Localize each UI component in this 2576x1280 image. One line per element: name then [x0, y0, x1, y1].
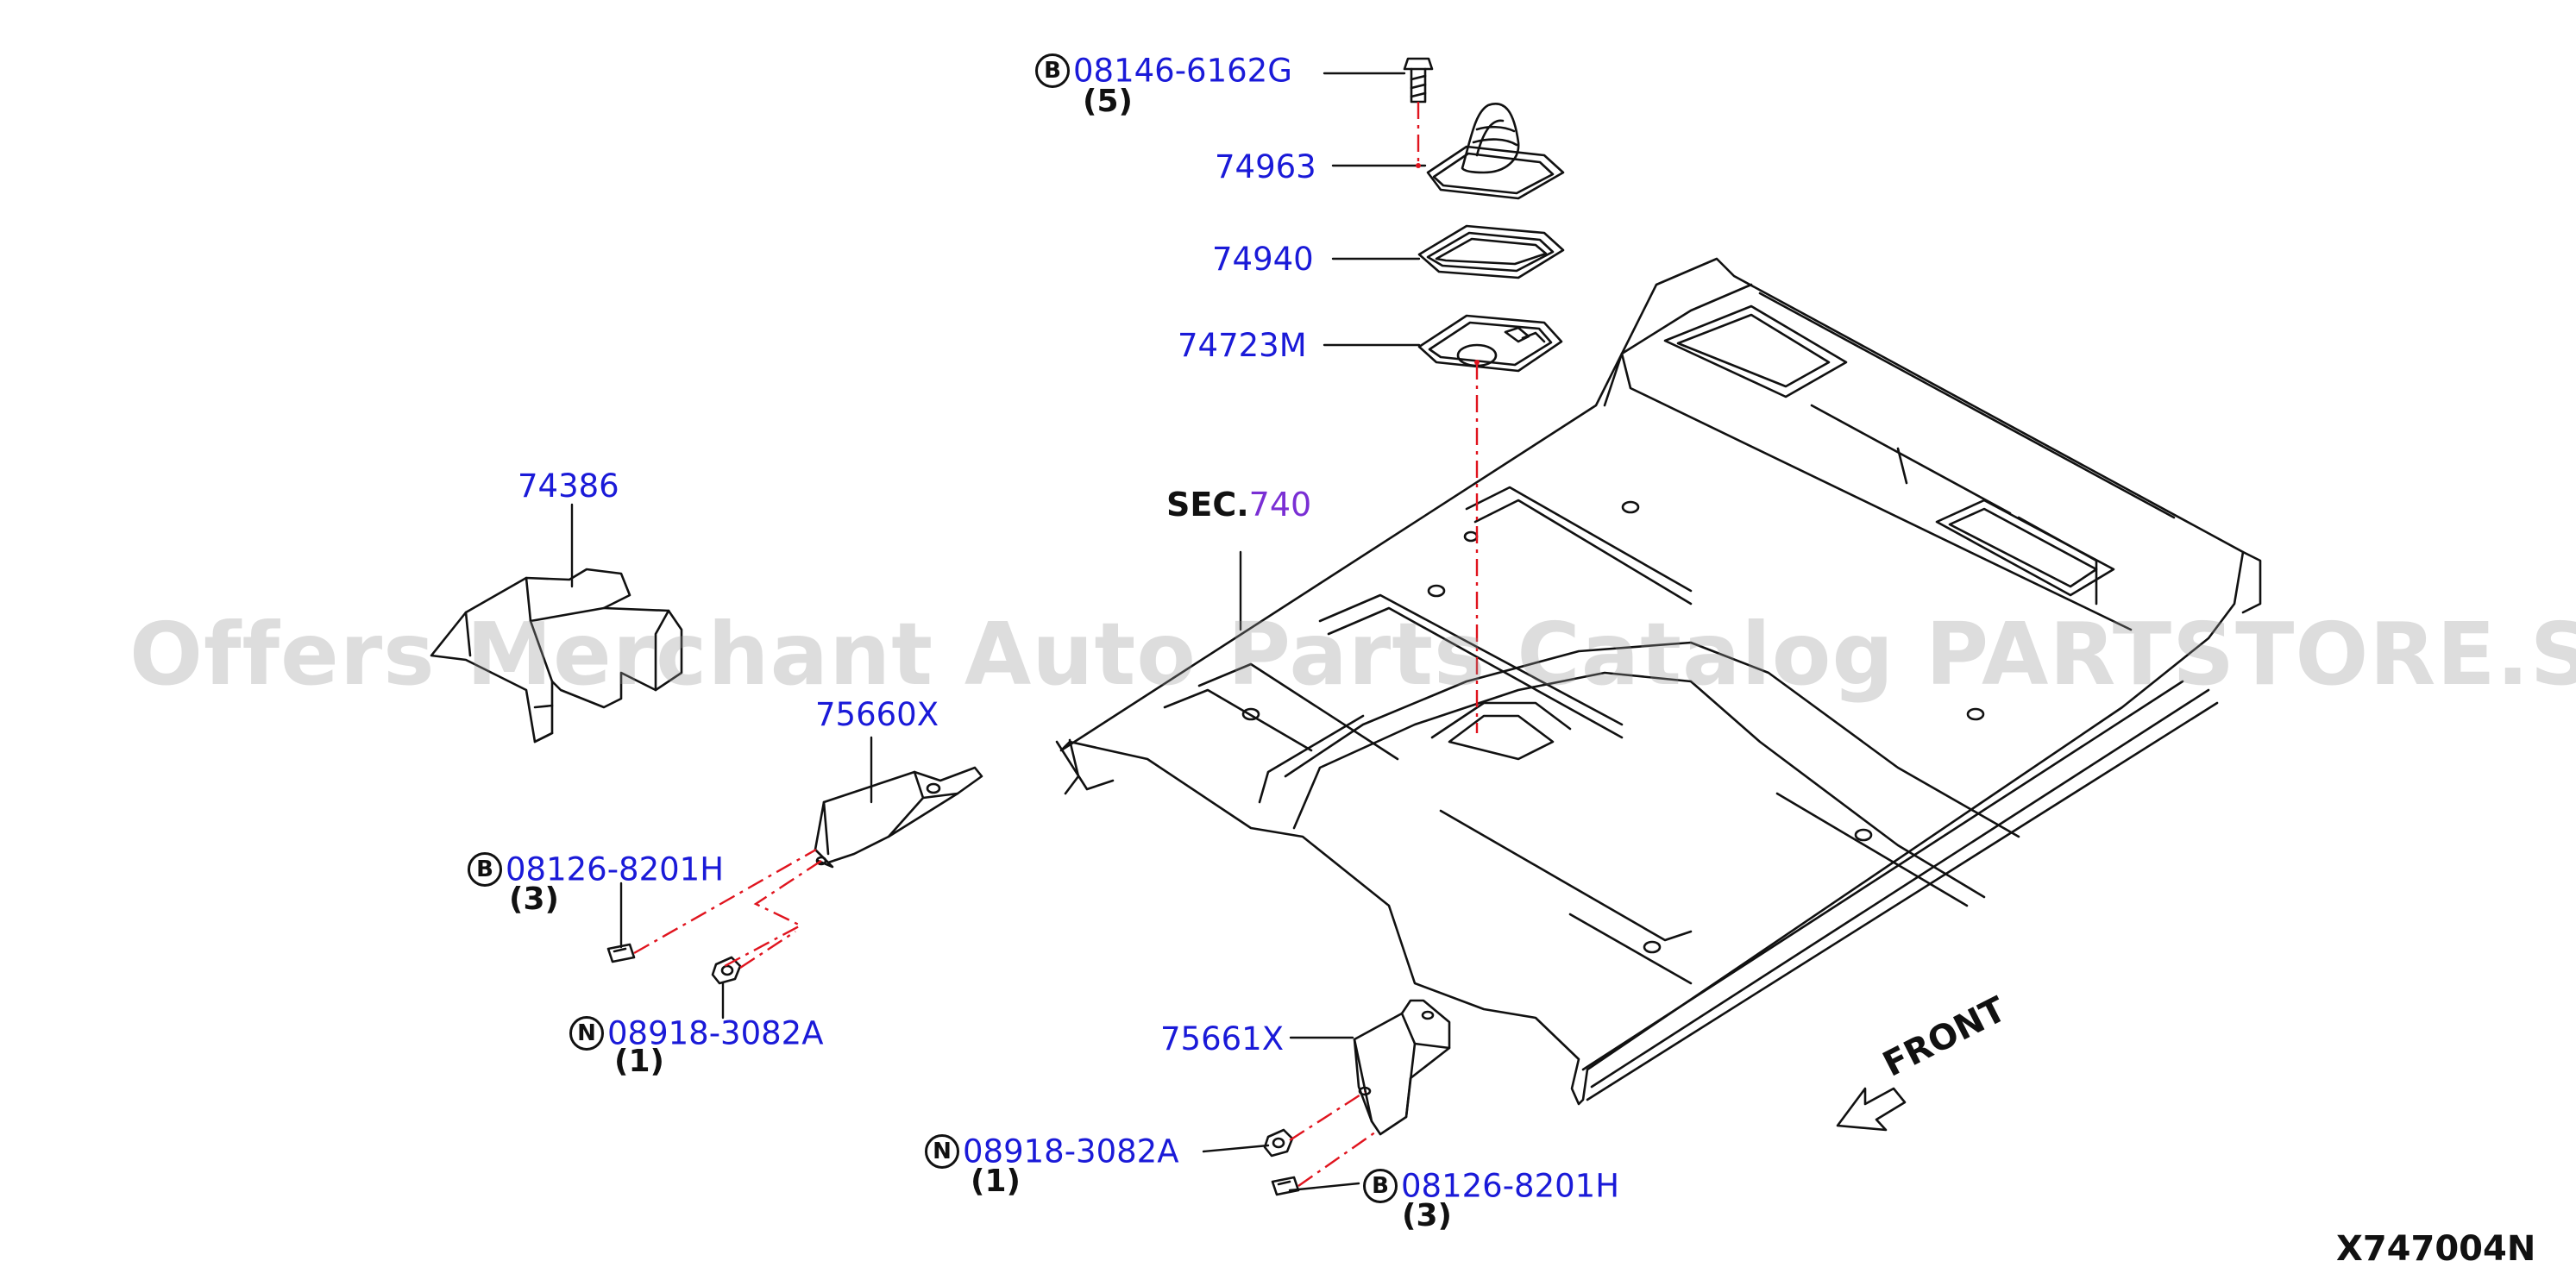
callout-bracket-right[interactable]: 75661X	[1160, 1020, 1285, 1057]
badge-b-icon: B	[468, 852, 502, 887]
qty-bolt-left: (3)	[509, 882, 559, 917]
floor-panel	[1057, 259, 2260, 1104]
part-number: 08918-3082A	[963, 1133, 1179, 1170]
badge-b-icon: B	[1363, 1169, 1398, 1203]
insulator-shape	[431, 569, 682, 742]
callout-seal[interactable]: 74940	[1212, 241, 1314, 278]
section-reference[interactable]: SEC.740	[1166, 488, 1311, 521]
part-number: 08146-6162G	[1073, 52, 1292, 90]
section-number: 740	[1248, 486, 1312, 524]
boot-shape	[1428, 104, 1563, 198]
badge-b-icon: B	[1035, 53, 1070, 88]
front-arrow-shape	[1838, 1089, 1905, 1130]
callout-bracket-left[interactable]: 75660X	[815, 696, 939, 733]
bolt-top-shape	[1404, 59, 1432, 102]
qty-bolt-right: (3)	[1402, 1198, 1452, 1233]
nut-left-shape	[713, 957, 740, 983]
seal-shape	[1419, 226, 1563, 278]
nut-right-shape	[1265, 1130, 1292, 1156]
red-dots	[1416, 163, 1480, 365]
part-number: 08126-8201H	[506, 850, 725, 888]
section-word: SEC.	[1166, 486, 1249, 524]
bracket-right-shape	[1354, 1001, 1449, 1134]
qty-bolt-top: (5)	[1083, 84, 1133, 119]
qty-nut-left: (1)	[614, 1044, 664, 1079]
qty-nut-right: (1)	[971, 1164, 1021, 1199]
bracket-left-shape	[815, 768, 982, 867]
callout-plate[interactable]: 74723M	[1178, 327, 1307, 364]
leader-lines	[572, 73, 1425, 1190]
centerlines	[634, 102, 1477, 1186]
bolt-right-shape	[1272, 1177, 1298, 1195]
plate-shape	[1419, 316, 1561, 371]
callout-boot[interactable]: 74963	[1215, 148, 1316, 185]
bolt-left-shape	[608, 944, 634, 962]
reference-code: X747004N	[2336, 1229, 2536, 1269]
badge-n-icon: N	[569, 1016, 604, 1051]
badge-n-icon: N	[925, 1134, 959, 1169]
watermark: Offers Merchant Auto Parts Catalog PARTS…	[129, 604, 2576, 705]
part-number: 08918-3082A	[607, 1014, 824, 1052]
callout-insulator[interactable]: 74386	[518, 467, 619, 505]
part-number: 08126-8201H	[1401, 1167, 1620, 1205]
